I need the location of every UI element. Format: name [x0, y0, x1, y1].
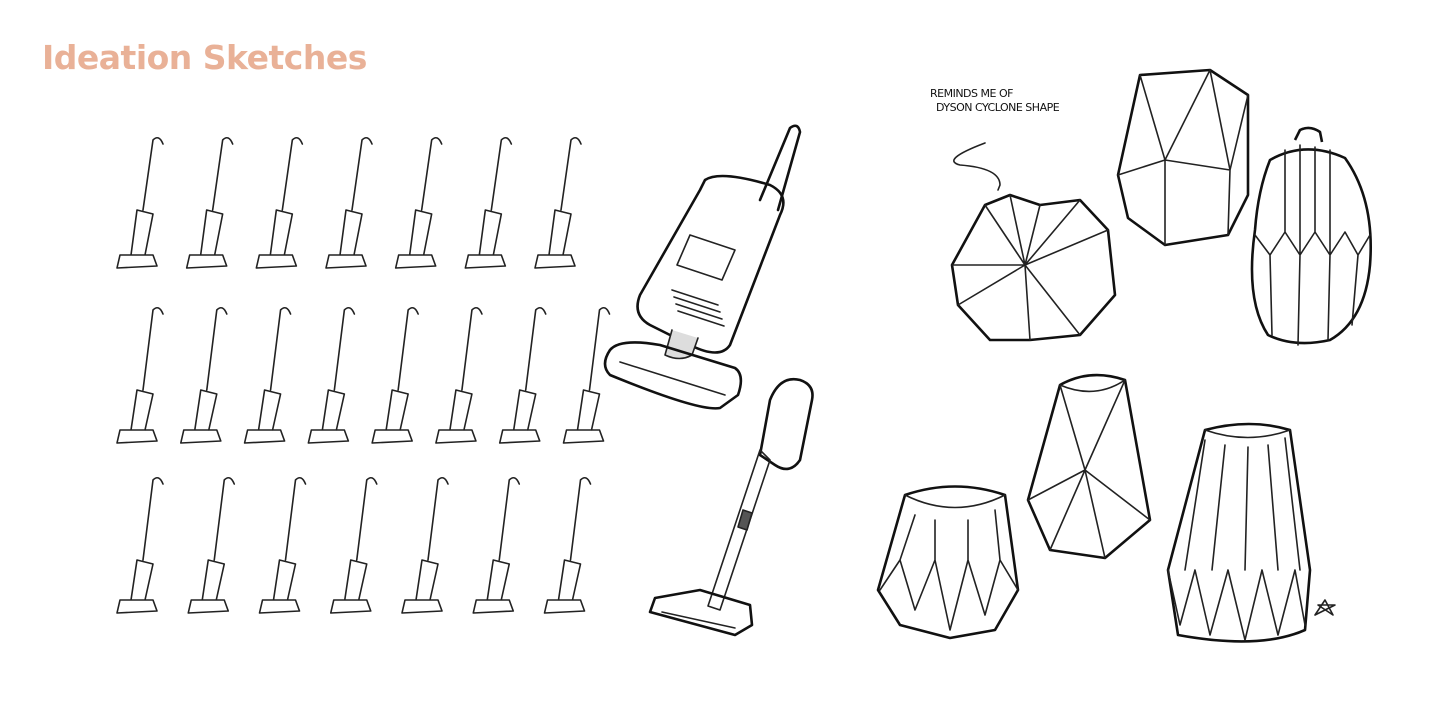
stick-vacuum-rendering [648, 377, 814, 637]
vacuum-thumbnail-outline [307, 306, 356, 444]
vacuum-thumbnail-outline [534, 136, 582, 269]
annotation-line-1: REMINDS ME OF [930, 87, 1013, 100]
signature-mark [1314, 599, 1336, 616]
vacuum-thumbnail [472, 476, 521, 614]
vacuum-thumbnail [185, 136, 234, 269]
vacuum-thumbnail-outline [255, 136, 304, 269]
vacuum-thumbnail-outline [116, 306, 164, 444]
faceted-form-lantern [1250, 126, 1372, 346]
vacuum-thumbnail-sketches [116, 136, 611, 614]
vacuum-thumbnail [371, 306, 419, 444]
faceted-form-prism [1026, 373, 1152, 560]
vacuum-thumbnail [187, 476, 236, 614]
vacuum-thumbnail [401, 476, 449, 614]
vacuum-thumbnail [243, 306, 292, 444]
vacuum-thumbnail [255, 136, 304, 269]
vent-slot [671, 289, 719, 306]
annotation-arrow [953, 142, 1001, 191]
vent-slot [677, 310, 725, 327]
vent-slot [673, 296, 721, 313]
vacuum-thumbnail-outline [185, 136, 234, 269]
vacuum-thumbnail [435, 306, 483, 444]
vacuum-thumbnail [307, 306, 356, 444]
vacuum-thumbnail-outline [464, 136, 513, 269]
vacuum-thumbnail-outline [562, 306, 611, 444]
vacuum-thumbnail-outline [325, 136, 373, 269]
vacuum-thumbnail-outline [187, 476, 236, 614]
vacuum-thumbnail-outline [116, 476, 164, 614]
vacuum-thumbnail-outline [394, 136, 443, 269]
vacuum-thumbnail [258, 476, 307, 614]
faceted-form-origami [950, 193, 1117, 342]
faceted-form-vase [1166, 422, 1312, 643]
vacuum-thumbnail-outline [435, 306, 483, 444]
vacuum-thumbnail [329, 476, 378, 614]
vacuum-thumbnail-outline [329, 476, 378, 614]
vacuum-thumbnail [116, 136, 164, 269]
vacuum-thumbnail-outline [243, 306, 292, 444]
vacuum-thumbnail-outline [401, 476, 449, 614]
vacuum-thumbnail [534, 136, 582, 269]
vacuum-thumbnail [394, 136, 443, 269]
vacuum-thumbnail [116, 476, 164, 614]
vacuum-thumbnail-outline [116, 136, 164, 269]
faceted-form-drum [876, 485, 1020, 640]
vacuum-thumbnail-outline [179, 306, 228, 444]
vacuum-thumbnail-outline [371, 306, 419, 444]
vent-slot [675, 303, 723, 320]
vacuum-thumbnail-outline [472, 476, 521, 614]
vacuum-thumbnail [498, 306, 547, 444]
upright-vacuum-rendering [603, 124, 802, 410]
annotation-line-2: DYSON CYCLONE SHAPE [936, 101, 1060, 114]
vacuum-thumbnail-outline [543, 476, 592, 614]
vacuum-thumbnail-outline [258, 476, 307, 614]
vacuum-thumbnail [179, 306, 228, 444]
vacuum-thumbnail [116, 306, 164, 444]
vacuum-thumbnail [464, 136, 513, 269]
vacuum-thumbnail [325, 136, 373, 269]
vacuum-thumbnail [562, 306, 611, 444]
page-title: Ideation Sketches [42, 38, 367, 77]
vacuum-thumbnail [543, 476, 592, 614]
vacuum-thumbnail-outline [498, 306, 547, 444]
faceted-form-gem-tall [1116, 68, 1250, 247]
